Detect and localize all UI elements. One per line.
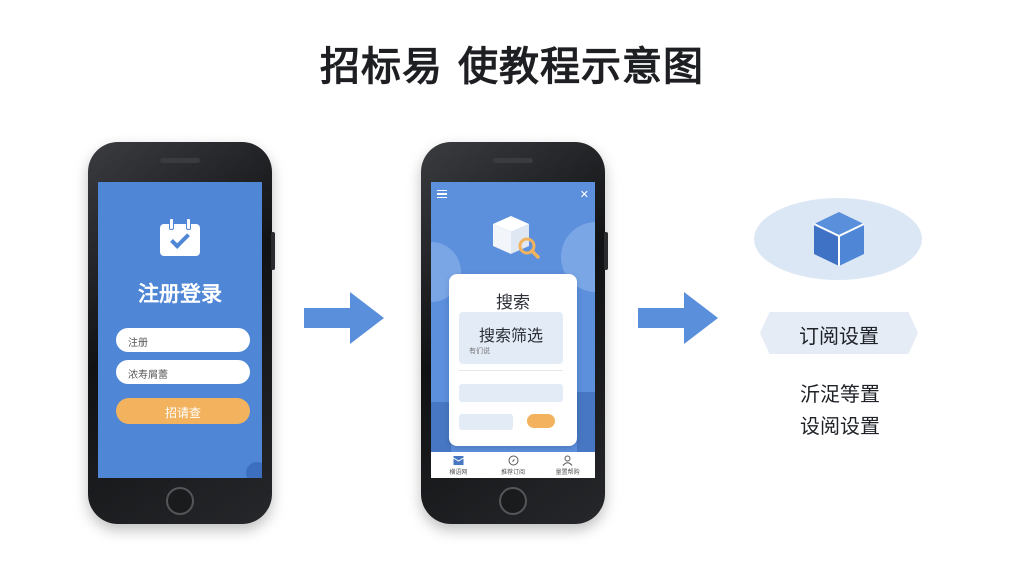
phone-side-button (604, 232, 608, 270)
close-icon[interactable]: ✕ (579, 188, 589, 201)
arrow-right-icon (304, 292, 384, 344)
register-login-heading: 注册登录 (138, 282, 222, 306)
phone-home-button (166, 487, 194, 515)
filter-toggle[interactable] (527, 414, 555, 428)
nav-item-recommend[interactable]: 推荐订阅 (486, 452, 541, 478)
subscription-settings-text: 订阅设置 (799, 324, 879, 348)
search-filter-box[interactable]: 搜索筛选 有们说 (459, 312, 563, 364)
phone-search: ✕ 搜索 搜索筛选 有们说 横语 (421, 142, 608, 524)
settings-line: 沂浞等置 (800, 382, 880, 406)
nav-label: 推荐订阅 (501, 469, 526, 476)
phone-home-button (499, 487, 527, 515)
subscription-settings-label: 订阅设置 (760, 312, 918, 354)
phone-screen: ✕ 搜索 搜索筛选 有们说 横语 (431, 182, 595, 478)
search-filter-title: 搜索筛选 (478, 326, 543, 345)
nav-label: 横语网 (449, 469, 468, 476)
corner-decoration (246, 462, 262, 478)
phone-screen: 注册登录 注册 浓寿屑蕾 招请查 (98, 182, 262, 478)
nav-item-profile[interactable]: 量置帮购 (540, 452, 595, 478)
top-bar: ✕ (431, 188, 595, 202)
phone-side-button (271, 232, 275, 270)
nav-label: 量置帮购 (555, 469, 580, 476)
phone-camera (144, 156, 152, 164)
password-input[interactable]: 浓寿屑蕾 (116, 360, 250, 384)
settings-line: 设阅设置 (800, 414, 880, 438)
user-icon (562, 455, 573, 466)
phone-camera (477, 156, 485, 164)
phone-register-login: 注册登录 注册 浓寿屑蕾 招请查 (88, 142, 275, 524)
login-button[interactable]: 招请查 (116, 398, 250, 424)
filter-field[interactable] (459, 414, 513, 430)
arrow-right-icon (638, 292, 718, 344)
building-decoration (431, 402, 451, 452)
search-card-title: 搜索 (496, 293, 530, 313)
box-search-icon (493, 216, 540, 259)
search-card: 搜索 搜索筛选 有们说 (449, 274, 577, 446)
divider (459, 370, 563, 371)
phone-speaker (493, 158, 533, 163)
nav-item-home[interactable]: 横语网 (431, 452, 486, 478)
cube-icon (813, 212, 865, 266)
username-input[interactable]: 注册 (116, 328, 250, 352)
bottom-nav: 横语网 推荐订阅 量置帮购 (431, 452, 595, 478)
compass-icon (508, 455, 518, 466)
filter-field[interactable] (459, 384, 563, 402)
diagram-title: 招标易 使教程示意图 (320, 44, 704, 90)
phone-speaker (160, 158, 200, 163)
menu-icon[interactable] (437, 190, 447, 198)
building-decoration (577, 392, 595, 452)
search-filter-subtitle: 有们说 (469, 347, 490, 355)
map-icon (453, 456, 464, 465)
calendar-check-icon (160, 218, 200, 256)
